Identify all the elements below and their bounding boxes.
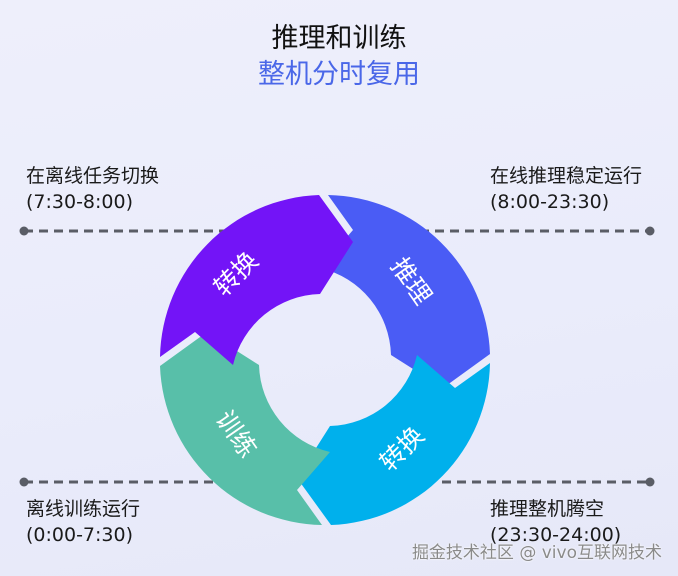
segment-inference: 推理 — [320, 195, 490, 388]
segment-training — [160, 332, 330, 525]
annotation-top-left-time: (7:30-8:00) — [26, 191, 134, 213]
annotation-top-left: 在离线任务切换 (7:30-8:00) — [26, 163, 159, 215]
segment-transition-top — [160, 195, 353, 365]
diagram-title: 推理和训练 — [271, 23, 407, 54]
annotation-bottom-right: 推理整机腾空 (23:30-24:00) — [490, 496, 621, 548]
annotation-top-right-title: 在线推理稳定运行 — [490, 165, 643, 187]
annotation-top-left-title: 在离线任务切换 — [26, 165, 160, 187]
annotation-bottom-left-title: 离线训练运行 — [26, 498, 141, 520]
connector-dot-bottom-right — [645, 477, 655, 487]
segment-transition-bottom — [297, 355, 490, 525]
watermark: 掘金技术社区 @ vivo互联网技术 — [411, 543, 662, 563]
annotation-top-right-time: (8:00-23:30) — [490, 191, 610, 213]
connector-dot-top-right — [645, 226, 655, 236]
annotation-bottom-left-time: (0:00-7:30) — [26, 524, 134, 546]
connector-dot-bottom-left — [19, 477, 29, 487]
annotation-bottom-right-time: (23:30-24:00) — [490, 524, 622, 546]
connector-lines — [24, 229, 650, 484]
annotation-top-right: 在线推理稳定运行 (8:00-23:30) — [490, 163, 642, 215]
annotation-bottom-left: 离线训练运行 (0:00-7:30) — [26, 496, 140, 548]
annotation-bottom-right-title: 推理整机腾空 — [490, 498, 605, 520]
diagram-subtitle: 整机分时复用 — [258, 59, 420, 90]
connector-dot-top-left — [19, 226, 29, 236]
